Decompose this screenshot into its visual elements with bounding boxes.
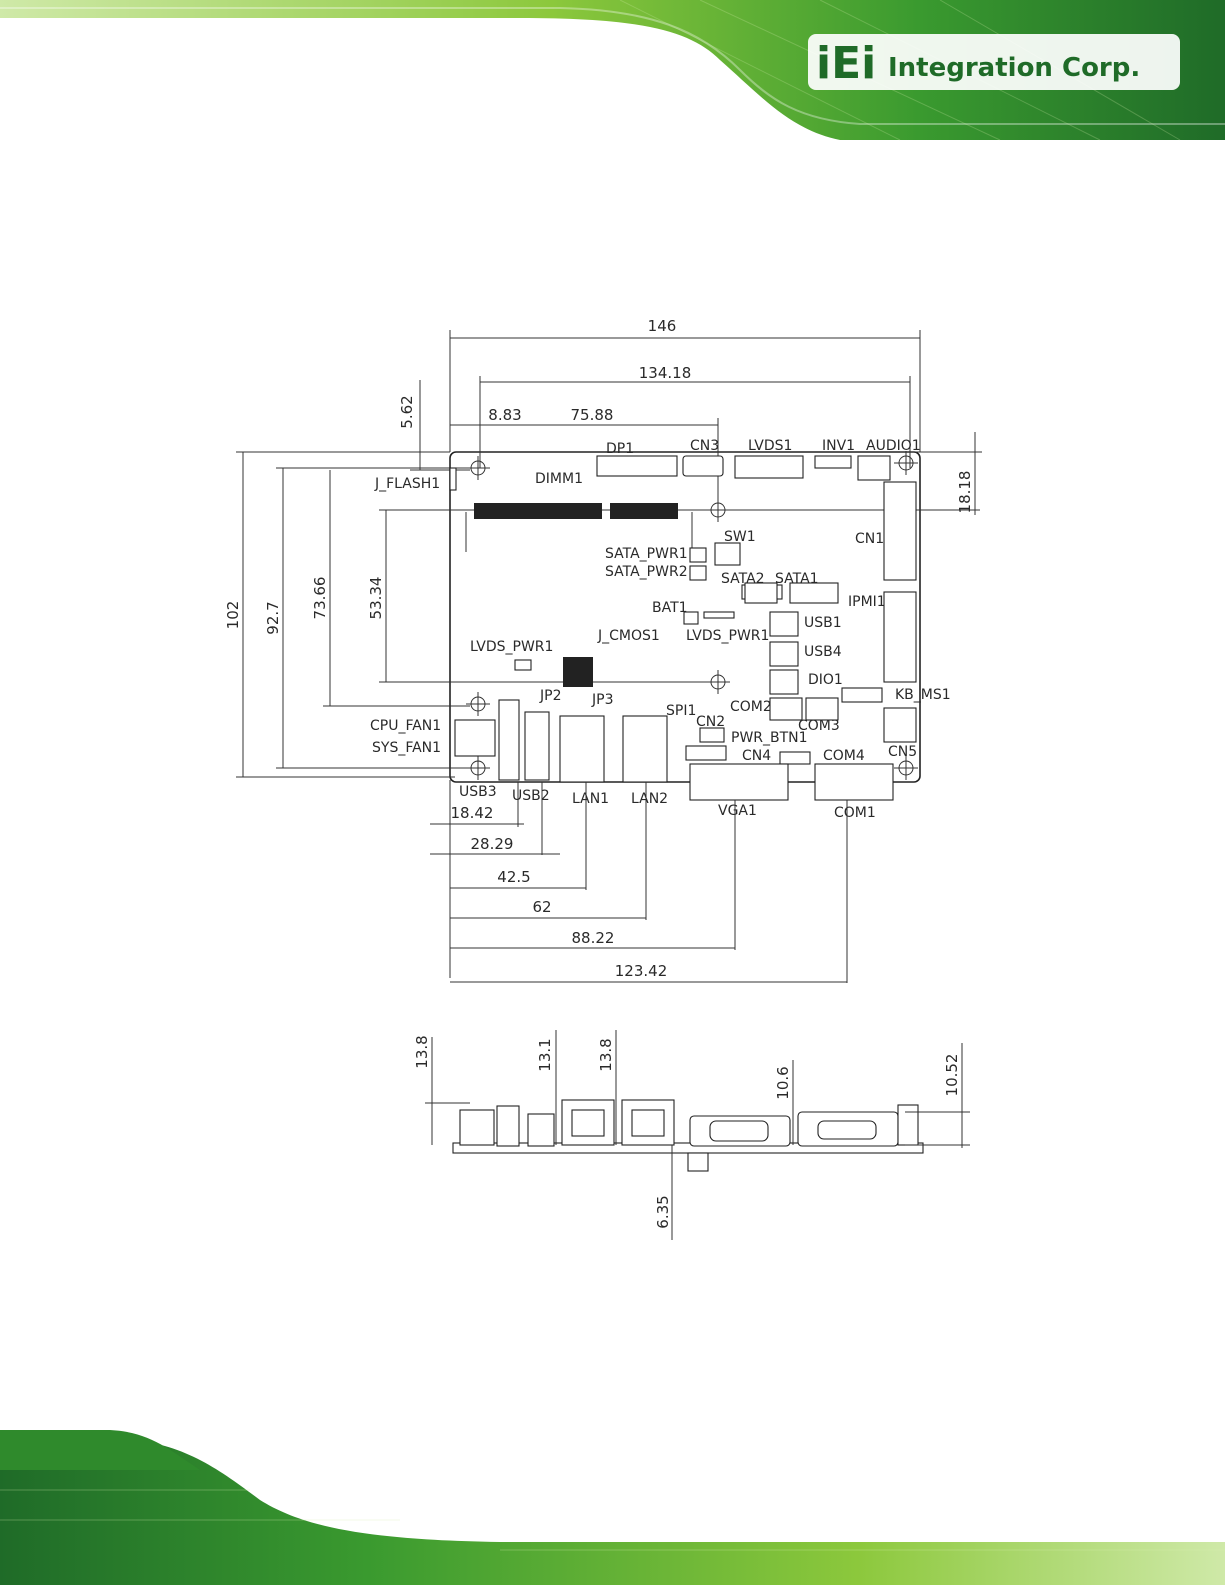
- brand-text: Integration Corp.: [888, 53, 1140, 83]
- label-pwr-btn1: PWR_BTN1: [731, 730, 808, 746]
- label-lan2: LAN2: [631, 791, 668, 807]
- label-sw1: SW1: [724, 529, 756, 545]
- dim-102: 102: [224, 601, 242, 630]
- dim-75-88: 75.88: [571, 406, 614, 424]
- side-view: [452, 1099, 924, 1172]
- label-vga1: VGA1: [718, 803, 757, 819]
- dim-18-42: 18.42: [451, 804, 494, 822]
- dim-28-29: 28.29: [471, 835, 514, 853]
- dim-8-83: 8.83: [488, 406, 521, 424]
- brand-mark: iEi: [816, 38, 876, 89]
- label-lvds1: LVDS1: [748, 438, 792, 454]
- label-usb1: USB1: [804, 615, 842, 631]
- label-dio1: DIO1: [808, 672, 843, 688]
- dim-123-42: 123.42: [615, 962, 668, 980]
- label-cn5: CN5: [888, 744, 917, 760]
- label-cn3: CN3: [690, 438, 719, 454]
- label-cn2: CN2: [696, 714, 725, 730]
- dim-side-13-1: 13.1: [536, 1038, 554, 1071]
- dim-134-18: 134.18: [639, 364, 692, 382]
- footer-band: [0, 1430, 1225, 1585]
- mounting-holes: [466, 451, 918, 780]
- dim-side-6-35: 6.35: [654, 1195, 672, 1228]
- label-audio1: AUDIO1: [866, 438, 921, 454]
- dim-side-10-6: 10.6: [774, 1066, 792, 1099]
- dim-146: 146: [648, 317, 677, 335]
- label-j-flash1: J_FLASH1: [374, 476, 440, 492]
- label-sata-pwr2: SATA_PWR2: [605, 564, 688, 580]
- label-j-cmos1: J_CMOS1: [597, 628, 660, 644]
- label-dp1: DP1: [606, 441, 634, 457]
- label-cpu-fan1: CPU_FAN1: [370, 718, 441, 734]
- dim-53-34: 53.34: [367, 577, 385, 620]
- dim-5-62: 5.62: [398, 395, 416, 428]
- company-logo: iEi Integration Corp.: [808, 32, 1188, 92]
- dim-88-22: 88.22: [572, 929, 615, 947]
- dim-73-66: 73.66: [311, 577, 329, 620]
- dim-92-7: 92.7: [264, 601, 282, 634]
- label-dimm1: DIMM1: [535, 471, 583, 487]
- label-usb2: USB2: [512, 788, 550, 804]
- component-labels: DP1 CN3 LVDS1 INV1 AUDIO1 J_FLASH1 DIMM1…: [370, 438, 951, 821]
- label-jp3: JP3: [591, 692, 613, 708]
- board-dimension-diagram: 146 134.18 8.83 75.88 5.62 102 92.7 73.6…: [224, 317, 982, 1240]
- label-bat1: BAT1: [652, 600, 688, 616]
- dim-18-18: 18.18: [956, 471, 974, 514]
- dim-42-5: 42.5: [497, 868, 530, 886]
- label-jp2: JP2: [539, 688, 561, 704]
- label-sys-fan1: SYS_FAN1: [372, 740, 441, 756]
- dim-side-10-52: 10.52: [943, 1054, 961, 1097]
- dim-side-13-8-left: 13.8: [413, 1035, 431, 1068]
- label-com3: COM3: [798, 718, 840, 734]
- label-usb4: USB4: [804, 644, 842, 660]
- label-lan1: LAN1: [572, 791, 609, 807]
- label-sata-pwr1: SATA_PWR1: [605, 546, 688, 562]
- label-lvds-pwr1: LVDS_PWR1: [470, 639, 553, 655]
- label-inv1: INV1: [822, 438, 855, 454]
- label-lvds-pwr1-right: LVDS_PWR1: [686, 628, 769, 644]
- label-kb-ms1: KB_MS1: [895, 687, 951, 703]
- label-spi1: SPI1: [666, 703, 696, 719]
- label-cn1: CN1: [855, 531, 884, 547]
- label-usb3: USB3: [459, 784, 497, 800]
- label-sata1: SATA1: [775, 571, 819, 587]
- label-ipmi1: IPMI1: [848, 594, 886, 610]
- label-com4: COM4: [823, 748, 865, 764]
- dim-side-13-8: 13.8: [597, 1038, 615, 1071]
- label-com2: COM2: [730, 699, 772, 715]
- label-cn4: CN4: [742, 748, 771, 764]
- label-sata2: SATA2: [721, 571, 765, 587]
- label-com1: COM1: [834, 805, 876, 821]
- dim-62: 62: [532, 898, 551, 916]
